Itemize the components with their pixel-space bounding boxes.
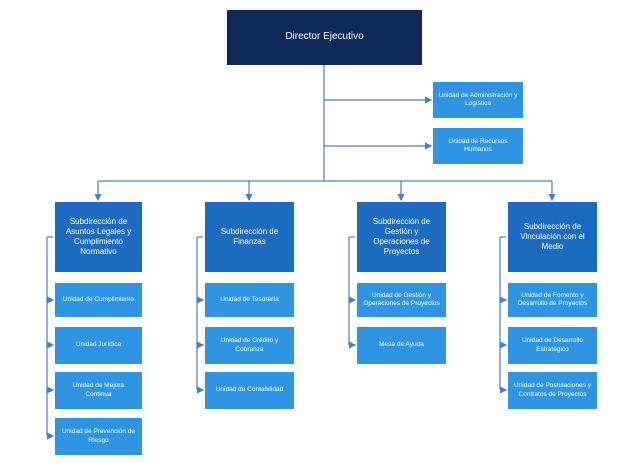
staff-unit-admin-logistica: Unidad de Administración y Logística (433, 82, 523, 118)
director-label: Director Ejecutivo (285, 31, 364, 43)
subdirection-label: Subdirección de Finanzas (220, 227, 279, 246)
subdirection-label: Subdirección de Gestión y Operaciones de… (372, 217, 431, 256)
unit-label: Unidad de Crédito y Cobranza (220, 337, 279, 353)
unit-label: Unidad de Desarrollo Estratégico (521, 337, 584, 353)
subdirection-label: Subdirección de Vinculación con el Medio (520, 222, 585, 251)
unit-juridica: Unidad Jurídica (55, 327, 142, 364)
staff-unit-label: Unidad de Recursos Humanos (448, 137, 508, 153)
unit-label: Unidad de Tesorería (220, 295, 279, 303)
subdirection-legal: Subdirección de Asuntos Legales y Cumpli… (55, 202, 142, 272)
unit-credito-cobranza: Unidad de Crédito y Cobranza (205, 327, 294, 364)
subdirection-vinculacion: Subdirección de Vinculación con el Medio (508, 202, 597, 272)
unit-label: Unidad de Prevención de Riesgo (62, 428, 135, 444)
unit-cumplimiento: Unidad de Cumplimiento (55, 283, 142, 317)
unit-mesa-ayuda: Mesa de Ayuda (357, 327, 446, 364)
unit-label: Unidad de Mejora Continua (72, 382, 125, 398)
subdirection-finanzas: Subdirección de Finanzas (205, 202, 294, 272)
unit-label: Unidad de Postulaciones y Contratos de P… (514, 382, 591, 398)
subdirection-gestion-operaciones: Subdirección de Gestión y Operaciones de… (357, 202, 446, 272)
unit-postulaciones-contratos: Unidad de Postulaciones y Contratos de P… (508, 372, 597, 409)
staff-unit-label: Unidad de Administración y Logística (438, 91, 518, 107)
director-box: Director Ejecutivo (227, 10, 422, 65)
unit-label: Unidad de Fomento y Desarrollo de Proyec… (517, 291, 588, 307)
unit-gestion-operaciones-proyectos: Unidad de Gestión y Operaciones de Proye… (357, 283, 446, 317)
subdirection-label: Subdirección de Asuntos Legales y Cumpli… (65, 217, 132, 256)
unit-desarrollo-estrategico: Unidad de Desarrollo Estratégico (508, 327, 597, 364)
unit-label: Unidad Jurídica (75, 341, 122, 349)
staff-unit-recursos-humanos: Unidad de Recursos Humanos (433, 128, 523, 164)
unit-tesoreria: Unidad de Tesorería (205, 283, 294, 317)
unit-label: Unidad de Gestión y Operaciones de Proye… (363, 291, 440, 307)
unit-label: Mesa de Ayuda (379, 341, 424, 349)
unit-mejora-continua: Unidad de Mejora Continua (55, 372, 142, 409)
unit-prevencion-riesgo: Unidad de Prevención de Riesgo (55, 418, 142, 455)
unit-label: Unidad de Cumplimiento (62, 295, 135, 303)
unit-label: Unidad de Contabilidad (215, 386, 284, 394)
unit-contabilidad: Unidad de Contabilidad (205, 372, 294, 409)
unit-fomento-desarrollo: Unidad de Fomento y Desarrollo de Proyec… (508, 283, 597, 317)
